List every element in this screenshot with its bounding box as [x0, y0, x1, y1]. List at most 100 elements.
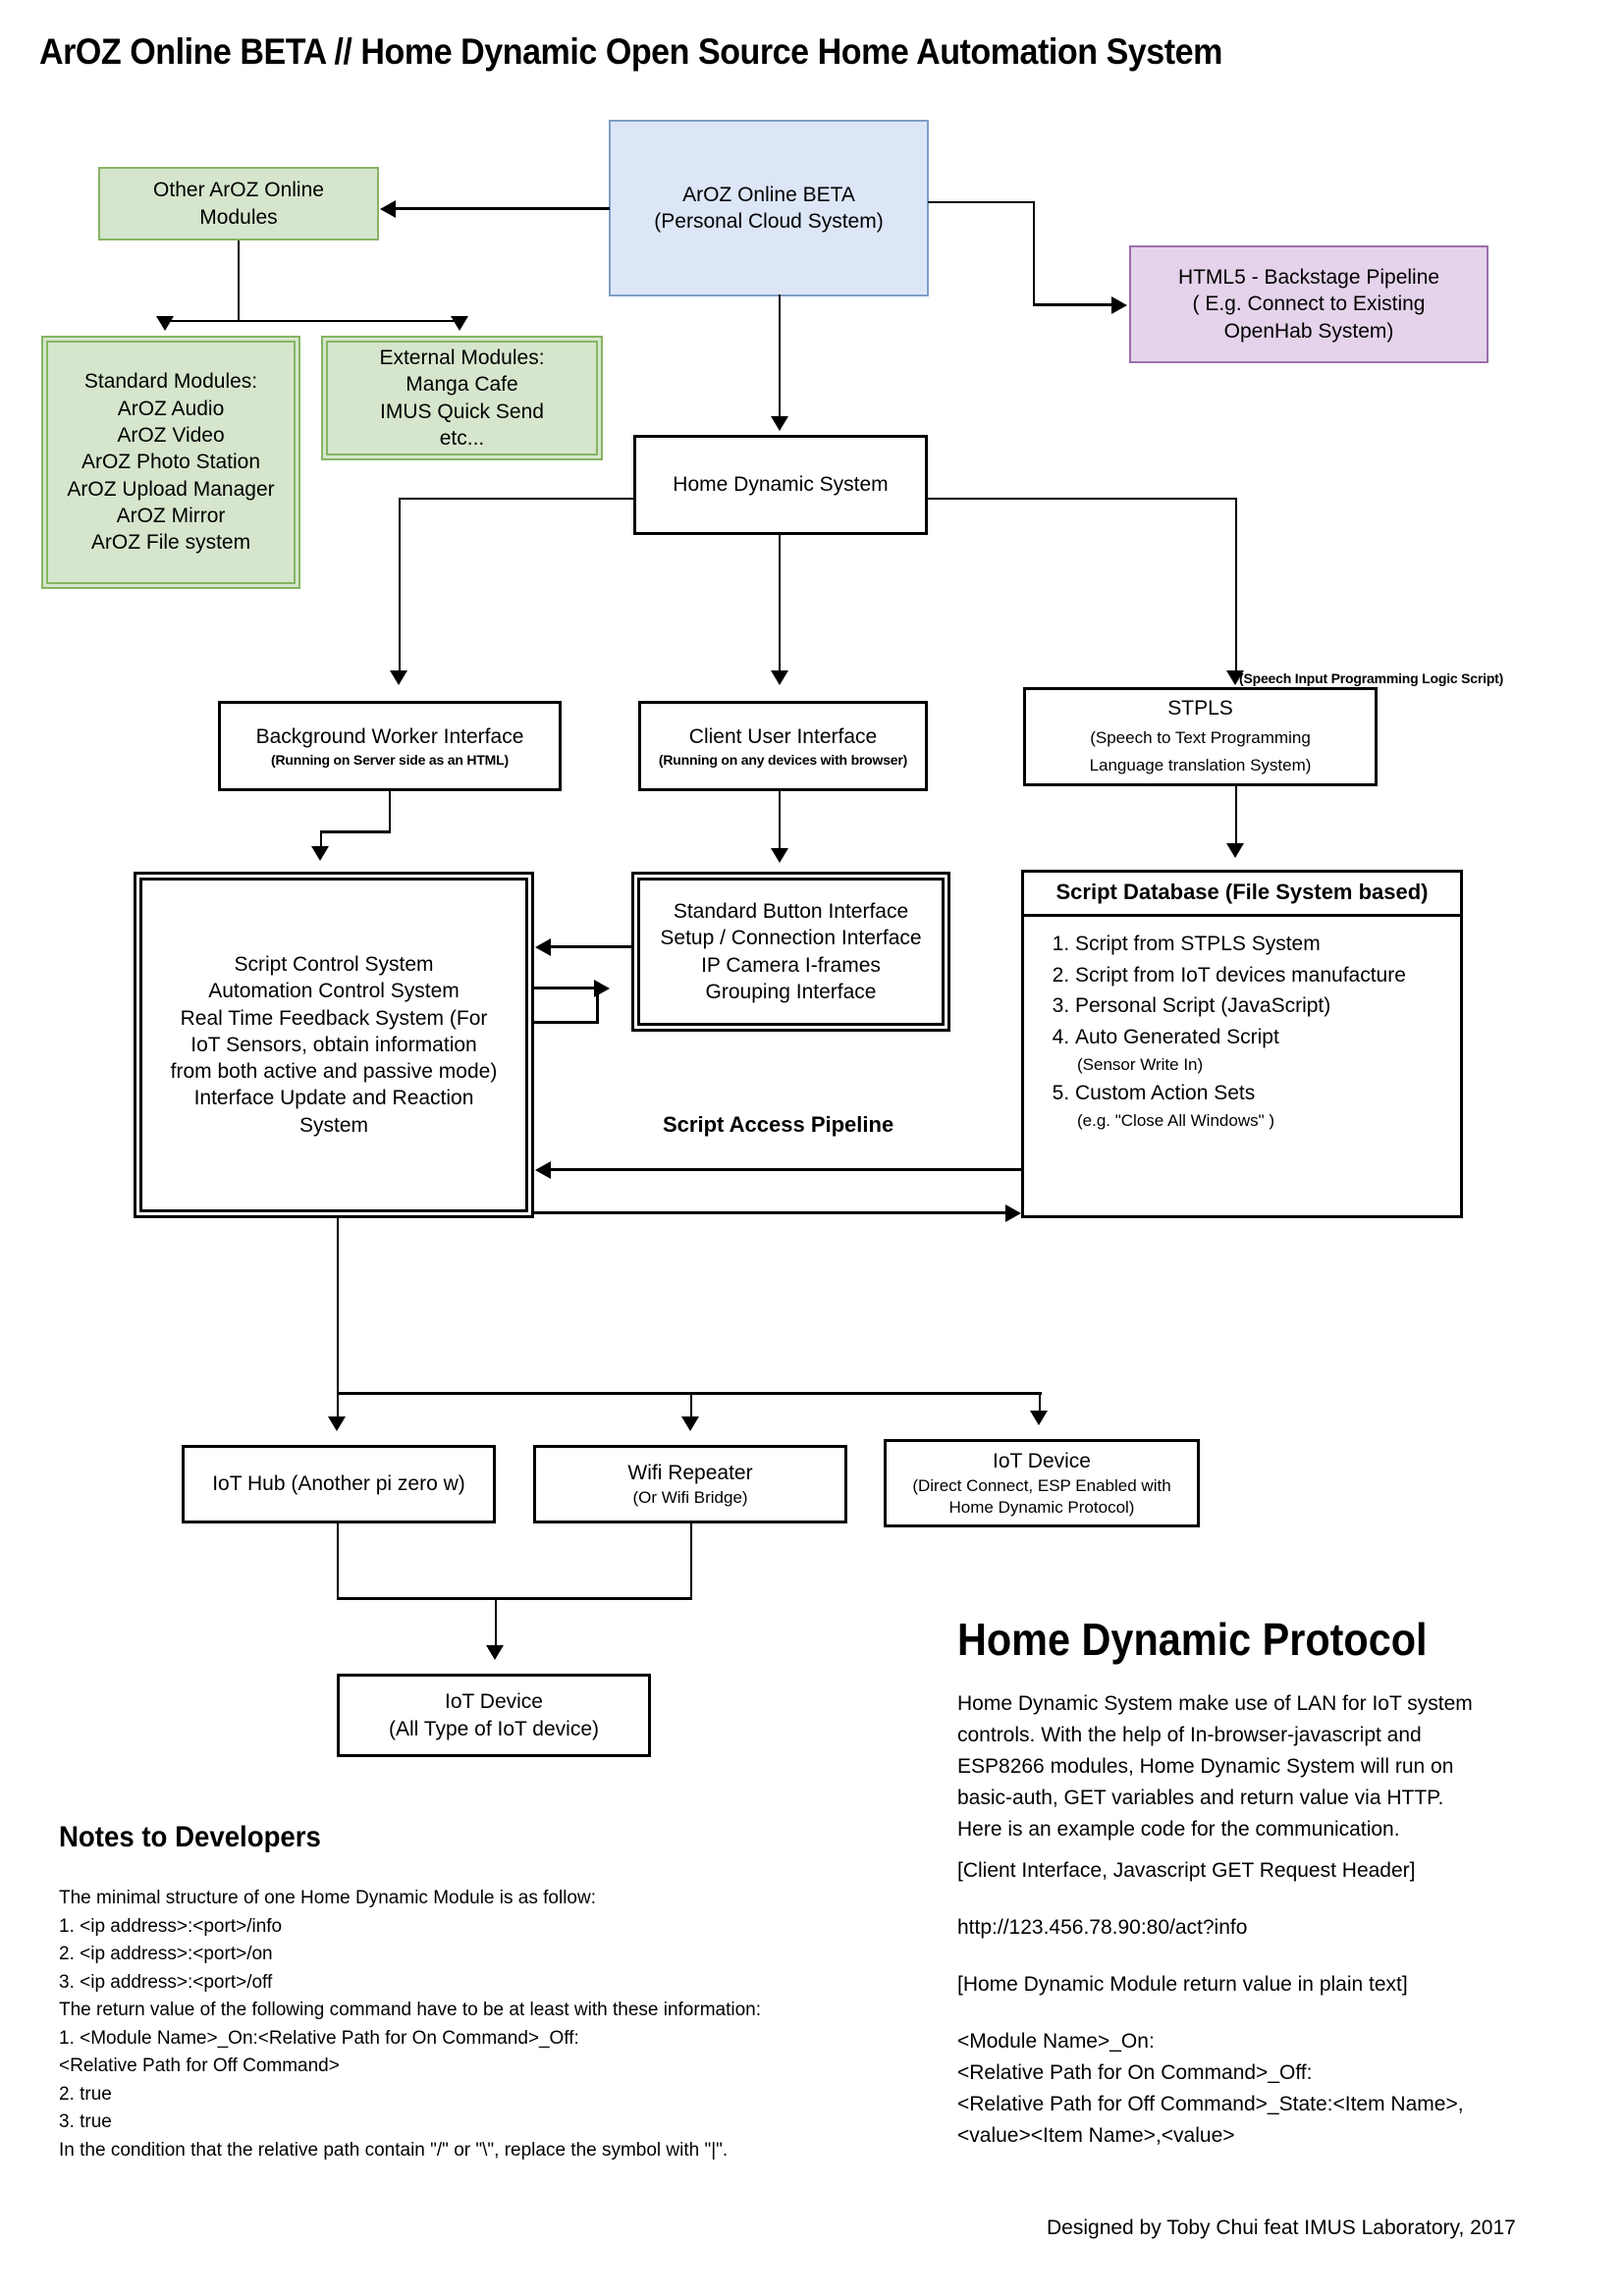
- edge-wifi-v: [690, 1392, 692, 1419]
- node-standard-modules[interactable]: Standard Modules: ArOZ Audio ArOZ Video …: [41, 336, 300, 589]
- node-wifi-repeater[interactable]: Wifi Repeater (Or Wifi Bridge): [533, 1445, 847, 1523]
- arrowhead-down: [311, 846, 329, 861]
- node-line: ArOZ Upload Manager: [67, 477, 275, 501]
- edge-aroz-to-other-modules: [396, 207, 610, 210]
- node-background-worker-interface[interactable]: Background Worker Interface (Running on …: [218, 701, 562, 791]
- edge-iot-bus: [337, 1392, 1042, 1395]
- node-line: IMUS Quick Send: [380, 400, 544, 423]
- edge-other-modules-down: [238, 240, 240, 322]
- node-line: Manga Cafe: [406, 373, 518, 397]
- node-line: Modules: [199, 205, 278, 229]
- node-subline: (Running on any devices with browser): [658, 751, 908, 768]
- node-iot-device-direct[interactable]: IoT Device (Direct Connect, ESP Enabled …: [884, 1439, 1200, 1527]
- list-item-text: Script from STPLS System: [1075, 932, 1321, 955]
- list-item[interactable]: Auto Generated Script (Sensor Write In): [1075, 1022, 1460, 1078]
- edge-db-to-scs: [550, 1168, 1023, 1171]
- notes-body: The minimal structure of one Home Dynami…: [59, 1888, 762, 2161]
- list-item-note: (e.g. "Close All Windows" ): [1077, 1110, 1275, 1130]
- node-line: ArOZ Audio: [117, 397, 225, 420]
- edge-hds-left-h: [399, 498, 634, 500]
- arrowhead-down: [328, 1416, 346, 1431]
- edge-scs-to-sbi-h2: [534, 1021, 599, 1024]
- arrowhead-down: [771, 848, 788, 863]
- protocol-return-value: <Module Name>_On: <Relative Path for On …: [957, 2030, 1464, 2147]
- node-line: Other ArOZ Online: [153, 179, 324, 202]
- arrowhead-down: [681, 1416, 699, 1431]
- node-line: Grouping Interface: [705, 980, 877, 1003]
- node-external-modules[interactable]: External Modules: Manga Cafe IMUS Quick …: [321, 336, 603, 460]
- edge-wifi-down: [690, 1523, 692, 1600]
- node-subline: (Or Wifi Bridge): [632, 1487, 748, 1507]
- arrowhead-right: [1005, 1204, 1021, 1222]
- protocol-client-header-label: [Client Interface, Javascript GET Reques…: [957, 1859, 1416, 1882]
- node-home-dynamic-system[interactable]: Home Dynamic System: [633, 435, 928, 535]
- list-item-text: Personal Script (JavaScript): [1075, 994, 1331, 1018]
- list-item[interactable]: Personal Script (JavaScript): [1075, 990, 1460, 1022]
- list-item[interactable]: Script from STPLS System: [1075, 929, 1460, 960]
- arrowhead-left: [535, 1161, 551, 1179]
- edge-aroz-to-html5-h2: [1033, 303, 1113, 306]
- arrowhead-down: [1030, 1411, 1048, 1425]
- node-line: Real Time Feedback System (For: [180, 1006, 488, 1030]
- node-html5-backstage-pipeline[interactable]: HTML5 - Backstage Pipeline ( E.g. Connec…: [1129, 245, 1488, 363]
- node-line: HTML5 - Backstage Pipeline: [1177, 266, 1440, 290]
- node-line: IoT Device: [445, 1690, 543, 1714]
- edge-hub-down: [337, 1523, 339, 1600]
- node-line: etc...: [439, 426, 485, 450]
- arrowhead-down: [1226, 843, 1244, 858]
- node-line: Background Worker Interface: [255, 725, 524, 749]
- edge-bgw-h: [320, 830, 391, 833]
- node-client-user-interface[interactable]: Client User Interface (Running on any de…: [638, 701, 928, 791]
- edge-other-modules-split: [165, 320, 461, 322]
- edge-aroz-to-html5-v: [1033, 201, 1035, 305]
- script-access-pipeline-label: Script Access Pipeline: [663, 1112, 894, 1137]
- arrowhead-right: [1111, 296, 1127, 314]
- edge-bgw-v2: [320, 830, 322, 850]
- node-line: External Modules:: [379, 346, 545, 369]
- edge-iot-all-v: [495, 1597, 497, 1648]
- node-line: Home Dynamic System: [673, 473, 889, 497]
- node-script-control-system[interactable]: Script Control System Automation Control…: [134, 872, 534, 1218]
- list-item-text: Custom Action Sets: [1075, 1081, 1256, 1104]
- node-line: ( E.g. Connect to Existing: [1192, 293, 1426, 316]
- node-line: Automation Control System: [208, 980, 460, 1003]
- script-database-list: Script from STPLS System Script from IoT…: [1042, 929, 1460, 1134]
- edge-hds-to-client: [779, 535, 781, 674]
- node-line: ArOZ Photo Station: [81, 451, 261, 474]
- node-line: STPLS: [1167, 697, 1233, 720]
- node-iot-device-all[interactable]: IoT Device (All Type of IoT device): [337, 1674, 651, 1757]
- arrowhead-down: [486, 1645, 504, 1660]
- edge-sbi-to-scs: [550, 945, 633, 948]
- node-line: OpenHab System): [1223, 319, 1394, 343]
- edge-stpls-to-db: [1235, 786, 1237, 847]
- node-line: Standard Modules:: [83, 370, 258, 394]
- list-item-text: Auto Generated Script: [1075, 1026, 1279, 1049]
- node-line: ArOZ Mirror: [116, 504, 226, 527]
- node-line: IoT Device: [993, 1450, 1091, 1473]
- node-line: ArOZ Online BETA: [682, 183, 855, 206]
- arrowhead-down: [771, 416, 788, 431]
- node-subline: Language translation System): [1089, 756, 1312, 775]
- edge-scs-to-db: [534, 1211, 1007, 1214]
- node-aroz-online-beta[interactable]: ArOZ Online BETA (Personal Cloud System): [609, 120, 929, 296]
- arrowhead-down: [156, 316, 174, 331]
- node-line: System: [298, 1113, 368, 1137]
- node-standard-button-interface[interactable]: Standard Button Interface Setup / Connec…: [631, 872, 950, 1032]
- node-subline: (Direct Connect, ESP Enabled with: [912, 1475, 1171, 1495]
- node-line: Interface Update and Reaction: [193, 1087, 474, 1110]
- protocol-return-label: [Home Dynamic Module return value in pla…: [957, 1973, 1408, 1996]
- list-item[interactable]: Custom Action Sets (e.g. "Close All Wind…: [1075, 1078, 1460, 1134]
- node-iot-hub[interactable]: IoT Hub (Another pi zero w): [182, 1445, 496, 1523]
- node-script-database[interactable]: Script Database (File System based) Scri…: [1021, 870, 1463, 1218]
- edge-scs-to-sbi-v: [596, 987, 599, 1024]
- node-subline: Home Dynamic Protocol): [948, 1497, 1135, 1517]
- node-line: Wifi Repeater: [627, 1462, 753, 1485]
- node-other-aroz-online-modules[interactable]: Other ArOZ Online Modules: [98, 167, 379, 240]
- arrowhead-down: [390, 670, 407, 685]
- node-stpls[interactable]: STPLS (Speech to Text Programming Langua…: [1023, 687, 1378, 786]
- node-line: IoT Hub (Another pi zero w): [212, 1472, 465, 1496]
- node-line: Setup / Connection Interface: [660, 927, 922, 950]
- edge-iot-merge: [337, 1597, 692, 1600]
- edge-iot-direct-v: [1039, 1392, 1041, 1414]
- list-item[interactable]: Script from IoT devices manufacture: [1075, 960, 1460, 991]
